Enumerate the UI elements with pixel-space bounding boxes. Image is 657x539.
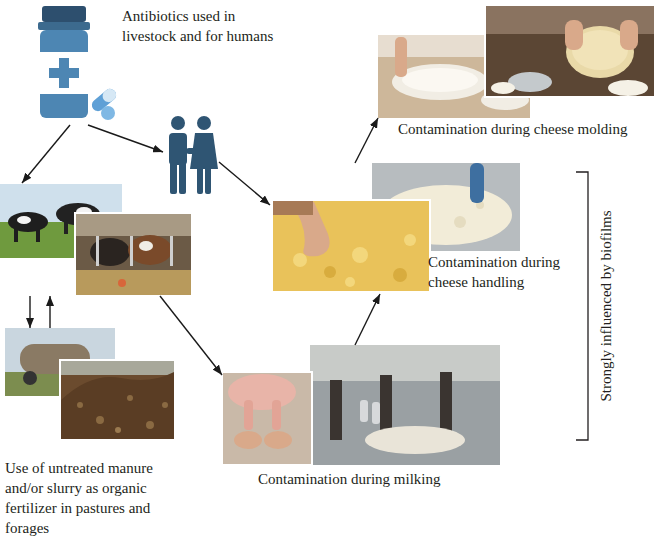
flow-arrow [355, 294, 380, 345]
step-node: Contamination during cheese molding [378, 3, 655, 141]
step-node: Contamination during cheese handling [270, 163, 577, 294]
livestock-node [0, 183, 192, 296]
manure-photo [5, 328, 175, 440]
source-node: Antibiotics used in livestock and for hu… [35, 3, 305, 125]
medicine-icon [38, 6, 119, 120]
caption-text: Contamination during cheese handling [428, 252, 576, 292]
people-icon [169, 116, 218, 194]
flow-arrow [219, 162, 270, 205]
cows-photo [0, 184, 192, 296]
step-node: Contamination during milking [222, 345, 502, 491]
cheese-molding-photo [378, 5, 655, 118]
bracket [576, 172, 588, 440]
people-node [163, 112, 219, 198]
fertilizer-node: Use of untreated manure and/or slurry as… [3, 328, 183, 539]
flow-arrow [160, 296, 222, 375]
flow-arrow [22, 125, 70, 183]
flow-arrow [49, 296, 50, 328]
caption-text: Contamination during cheese molding [398, 119, 653, 139]
flow-arrow [29, 296, 30, 328]
flow-arrow [355, 118, 378, 163]
caption-text: Contamination during milking [258, 469, 498, 489]
caption-text: Use of untreated manure and/or slurry as… [5, 458, 179, 538]
flow-arrow [88, 125, 163, 152]
caption-text: Antibiotics used in livestock and for hu… [122, 6, 284, 46]
milking-photo [222, 345, 500, 465]
cheese-handling-photo [272, 163, 520, 292]
bracket-label: Strongly influenced by biofilms [597, 210, 615, 401]
